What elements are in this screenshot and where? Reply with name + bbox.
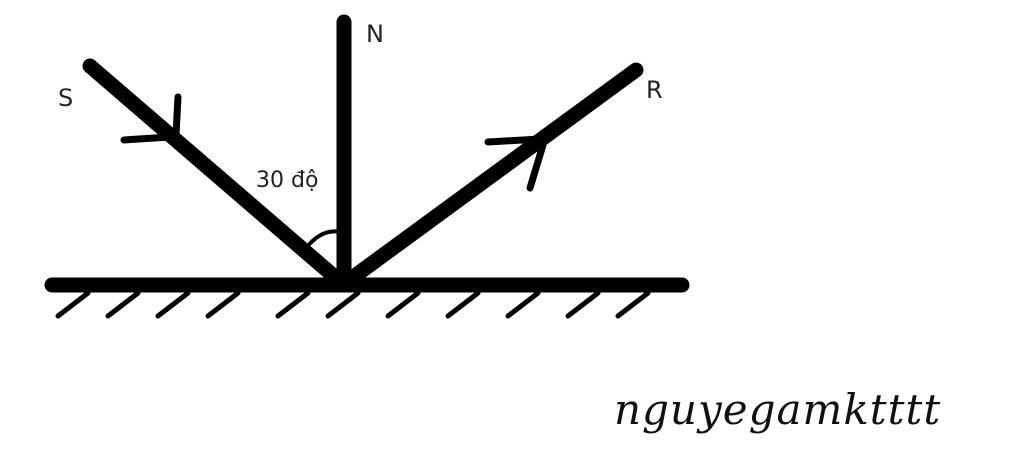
hatch-mark [325, 290, 361, 319]
hatch-mark [205, 290, 241, 319]
incident-point-label: S [58, 84, 73, 112]
angle-label: 30 độ [256, 168, 318, 193]
incident-ray [82, 58, 344, 286]
hatch-mark [445, 290, 481, 319]
hatch-mark [275, 290, 311, 319]
hatch-mark [105, 290, 141, 319]
hatch-mark [385, 290, 421, 319]
normal-label: N [366, 20, 384, 48]
reflected-point-label: R [646, 76, 663, 104]
incident-arrow-icon [120, 93, 182, 144]
hatch-mark [55, 290, 91, 319]
angle-arc [304, 229, 343, 250]
author-signature: nguyegamktttt [614, 385, 941, 434]
reflected-arrow-icon [484, 135, 547, 192]
mirror-hatching [55, 290, 651, 319]
hatch-mark [505, 290, 541, 319]
hatch-mark [565, 290, 601, 319]
hatch-mark [615, 290, 651, 319]
hatch-mark [155, 290, 191, 319]
reflected-ray [344, 62, 644, 286]
